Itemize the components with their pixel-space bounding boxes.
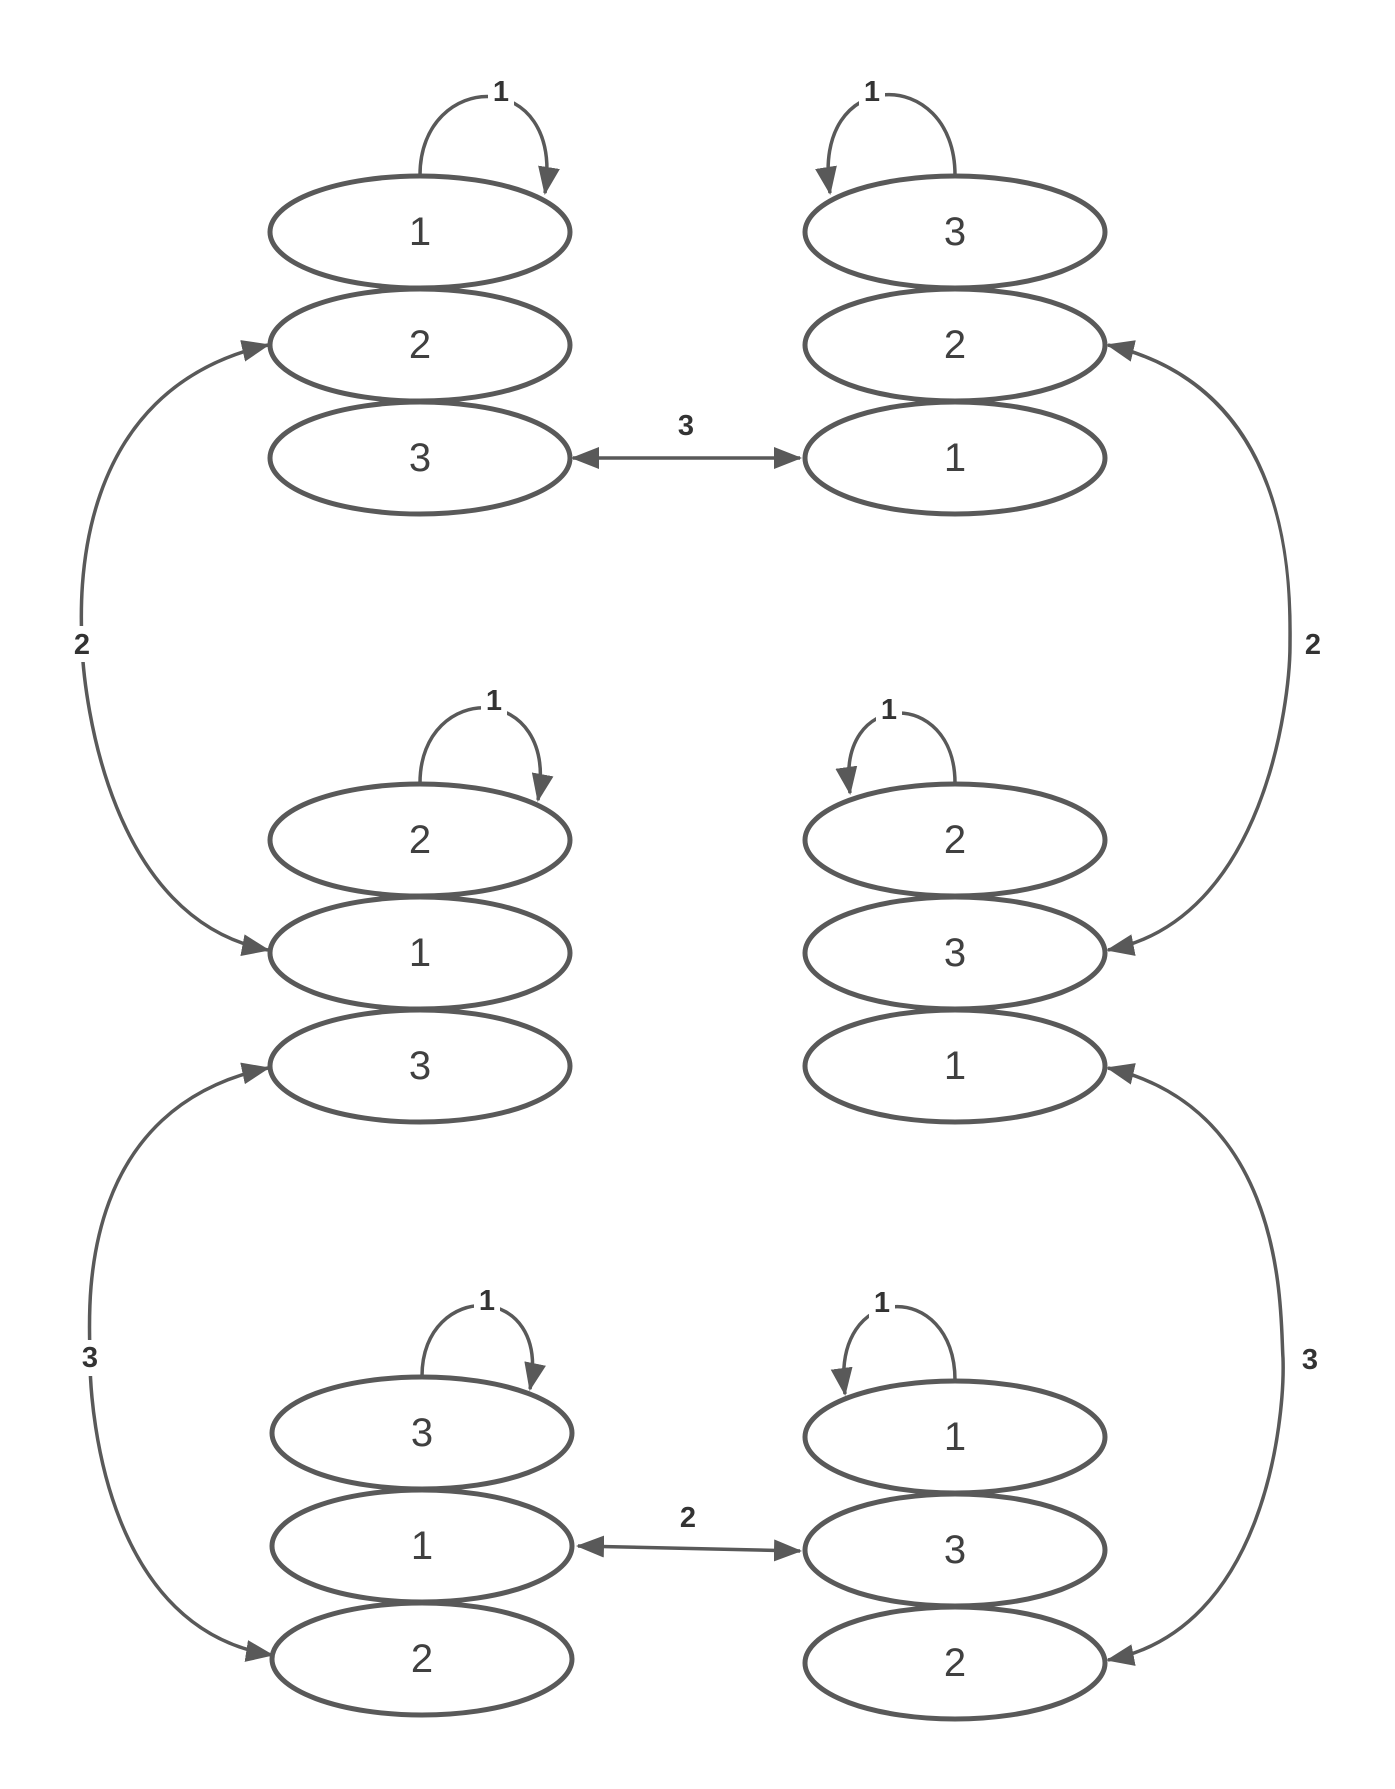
svg-text:1: 1: [944, 1044, 966, 1088]
state-node: 1: [269, 1487, 575, 1605]
state-node: 2: [802, 286, 1108, 404]
svg-text:1: 1: [411, 1524, 433, 1568]
group-bottom-left: 3 1 2: [269, 1374, 575, 1718]
edge-label-left-lower-arc: 3: [76, 1340, 104, 1376]
svg-text:2: 2: [944, 323, 966, 367]
svg-text:1: 1: [479, 1285, 495, 1317]
svg-text:2: 2: [680, 1502, 696, 1534]
svg-text:1: 1: [493, 76, 509, 108]
svg-text:1: 1: [874, 1287, 890, 1319]
edge-right-upper-arc: [1106, 340, 1292, 956]
state-node: 2: [267, 286, 573, 404]
svg-text:2: 2: [409, 323, 431, 367]
svg-text:1: 1: [944, 1415, 966, 1459]
state-node: 1: [802, 1378, 1108, 1496]
edge-left-lower-arc: [87, 1062, 274, 1662]
edge-label-right-upper-arc: 2: [1299, 626, 1327, 662]
edge-label-loop-middle-right: 1: [876, 692, 902, 726]
svg-text:3: 3: [409, 1044, 431, 1088]
state-node: 1: [267, 173, 573, 291]
svg-text:3: 3: [944, 210, 966, 254]
state-node: 3: [269, 1374, 575, 1492]
state-node: 3: [802, 173, 1108, 291]
svg-text:1: 1: [409, 210, 431, 254]
svg-text:1: 1: [409, 931, 431, 975]
group-top-left: 1 2 3: [267, 173, 573, 517]
edge-left-upper-arc: [79, 340, 270, 956]
svg-text:2: 2: [944, 1641, 966, 1685]
svg-text:1: 1: [944, 436, 966, 480]
svg-text:3: 3: [1302, 1344, 1318, 1376]
svg-text:2: 2: [409, 818, 431, 862]
svg-text:1: 1: [881, 694, 897, 726]
state-node: 1: [267, 894, 573, 1012]
state-node: 2: [802, 1604, 1108, 1722]
svg-text:2: 2: [1305, 629, 1321, 661]
svg-text:1: 1: [486, 685, 502, 717]
svg-text:2: 2: [74, 629, 90, 661]
state-node: 2: [267, 781, 573, 899]
edge-right-lower-arc: [1106, 1063, 1285, 1666]
svg-text:3: 3: [82, 1342, 98, 1374]
svg-text:3: 3: [944, 1528, 966, 1572]
group-bottom-right: 1 3 2: [802, 1378, 1108, 1722]
svg-text:3: 3: [944, 931, 966, 975]
state-node: 1: [802, 399, 1108, 517]
state-node: 1: [802, 1007, 1108, 1125]
edge-bottom-horizontal: [576, 1535, 802, 1562]
state-node: 3: [267, 399, 573, 517]
svg-text:1: 1: [864, 76, 880, 108]
group-top-right: 3 2 1: [802, 173, 1108, 517]
edge-label-loop-top-right: 1: [859, 74, 885, 108]
edge-label-loop-bottom-left: 1: [474, 1283, 500, 1317]
state-node: 3: [267, 1007, 573, 1125]
edge-label-bottom-horizontal: 2: [674, 1500, 702, 1534]
edge-label-left-upper-arc: 2: [68, 626, 96, 662]
edge-label-loop-bottom-right: 1: [869, 1285, 895, 1319]
edge-label-loop-middle-left: 1: [481, 683, 507, 717]
state-node: 2: [269, 1600, 575, 1718]
group-middle-right: 2 3 1: [802, 781, 1108, 1125]
edge-label-loop-top-left: 1: [488, 74, 514, 108]
svg-text:2: 2: [411, 1637, 433, 1681]
edge-label-right-lower-arc: 3: [1296, 1340, 1324, 1376]
state-node: 3: [802, 894, 1108, 1012]
group-middle-left: 2 1 3: [267, 781, 573, 1125]
svg-text:3: 3: [678, 410, 694, 442]
svg-text:3: 3: [409, 436, 431, 480]
svg-text:3: 3: [411, 1411, 433, 1455]
state-node: 2: [802, 781, 1108, 899]
svg-text:2: 2: [944, 818, 966, 862]
state-node: 3: [802, 1491, 1108, 1609]
edge-label-top-horizontal: 3: [672, 408, 700, 442]
